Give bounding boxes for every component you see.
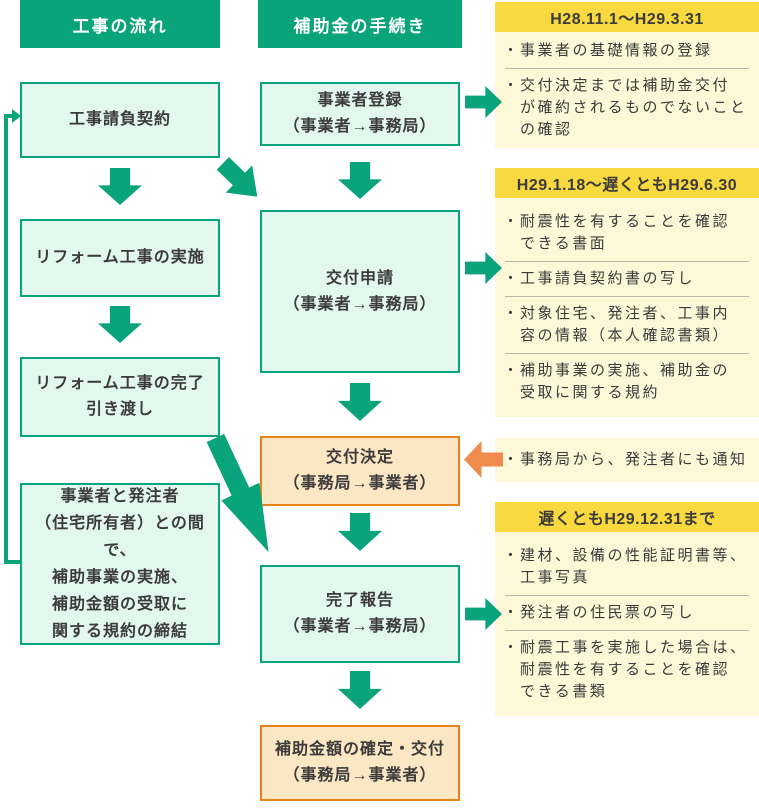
panel2-period-header: H29.1.18〜遅くともH29.6.30 (495, 168, 759, 198)
bullet-icon: ・ (503, 213, 521, 230)
arrow-down-icon (338, 513, 382, 551)
list-item: ・ 建材、設備の性能証明書等、 工事写真 (503, 545, 751, 589)
column-header-construction-flow: 工事の流れ (20, 0, 220, 48)
box-grant-application: 交付申請 （事業者→事務局） (260, 210, 460, 373)
feedback-line-vertical (4, 114, 8, 564)
list-item: ・ 事業者の基礎情報の登録 (503, 40, 751, 62)
feedback-arrowhead-icon (12, 109, 21, 123)
bullet-icon: ・ (503, 362, 521, 379)
box-grant-decision: 交付決定 （事務局→事業者） (260, 436, 460, 506)
divider (505, 353, 749, 354)
bullet-icon: ・ (503, 639, 521, 656)
box-completion-report: 完了報告 （事業者→事務局） (260, 565, 460, 663)
box-agreement-conclusion: 事業者と発注者 （住宅所有者）との間で、 補助事業の実施、 補助金額の受取に 関… (20, 483, 220, 645)
notification-note: ・ 事務局から、発注者にも通知 (495, 438, 759, 482)
arrow-diagonal-icon (210, 150, 271, 211)
bullet-icon: ・ (503, 41, 521, 59)
list-item: ・ 補助事業の実施、補助金の 受取に関する規約 (503, 360, 751, 404)
divider (505, 630, 749, 631)
bullet-icon: ・ (503, 547, 521, 564)
list-item: ・ 対象住宅、発注者、工事内 容の情報（本人確認書類） (503, 303, 751, 347)
bullet-icon: ・ (503, 604, 521, 621)
arrow-down-icon (338, 162, 382, 199)
panel1-body: ・ 事業者の基礎情報の登録 ・ 交付決定までは補助金交付 が確約されるものでない… (495, 32, 759, 148)
list-item: ・ 事務局から、発注者にも通知 (503, 449, 751, 471)
column-header-subsidy-procedure: 補助金の手続き (258, 0, 462, 48)
list-item: ・ 耐震工事を実施した場合は、 耐震性を有することを確認 できる書類 (503, 637, 751, 703)
arrow-down-icon (338, 671, 382, 709)
arrow-down-icon (338, 383, 382, 421)
bullet-icon: ・ (503, 76, 521, 94)
bullet-icon: ・ (503, 305, 521, 322)
box-construction-contract: 工事請負契約 (20, 82, 220, 158)
box-business-registration: 事業者登録 （事業者→事務局） (260, 82, 460, 146)
box-reform-work: リフォーム工事の実施 (20, 219, 220, 297)
arrow-down-icon (98, 306, 142, 343)
list-item: ・ 交付決定までは補助金交付 が確約されるものでないこと の確認 (503, 75, 751, 141)
divider (505, 67, 749, 69)
divider (505, 261, 749, 262)
panel3-body: ・ 建材、設備の性能証明書等、 工事写真 ・ 発注者の住民票の写し ・ 耐震工事… (495, 532, 759, 716)
panel3-period-header: 遅くともH29.12.31まで (495, 502, 759, 532)
divider (505, 296, 749, 297)
feedback-line-bottom (4, 560, 21, 564)
feedback-line-top (4, 114, 14, 118)
list-item: ・ 工事請負契約書の写し (503, 268, 751, 290)
panel1-period-header: H28.11.1〜H29.3.31 (495, 2, 759, 32)
box-work-completion-handover: リフォーム工事の完了 引き渡し (20, 357, 220, 437)
divider (505, 595, 749, 596)
panel2-body: ・ 耐震性を有することを確認 できる書面 ・ 工事請負契約書の写し ・ 対象住宅… (495, 198, 759, 417)
bullet-icon: ・ (503, 451, 521, 468)
arrow-down-icon (98, 168, 142, 205)
list-item: ・ 発注者の住民票の写し (503, 602, 751, 624)
box-subsidy-payment: 補助金額の確定・交付 （事務局→事業者） (260, 725, 460, 801)
list-item: ・ 耐震性を有することを確認 できる書面 (503, 211, 751, 255)
bullet-icon: ・ (503, 270, 521, 287)
